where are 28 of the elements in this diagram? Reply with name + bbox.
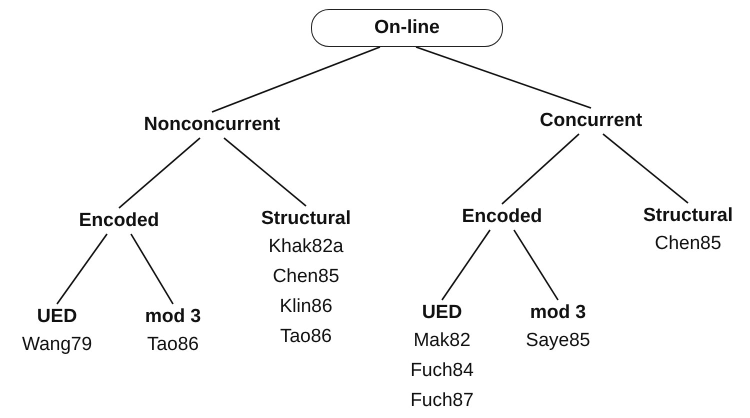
reference-list: Khak82a Chen85 Klin86 Tao86 bbox=[268, 232, 344, 352]
connector-line bbox=[602, 133, 688, 204]
connector-line bbox=[416, 46, 592, 109]
reference-list: Tao86 bbox=[147, 330, 199, 360]
rounded-box bbox=[311, 9, 503, 47]
category-label: Structural bbox=[261, 207, 351, 231]
reference-list: Saye85 bbox=[526, 326, 590, 356]
connector-line bbox=[56, 234, 108, 304]
connector-line bbox=[513, 230, 559, 300]
category-label: UED bbox=[36, 305, 78, 329]
connector-line bbox=[501, 133, 580, 205]
category-label: Encoded bbox=[78, 209, 160, 233]
category-label: Structural bbox=[643, 204, 733, 228]
category-label: Concurrent bbox=[540, 109, 642, 133]
reference-list: Chen85 bbox=[654, 229, 722, 259]
category-label: Nonconcurrent bbox=[144, 113, 280, 137]
category-label: mod 3 bbox=[529, 301, 587, 325]
connector-line bbox=[130, 234, 174, 304]
category-label: UED bbox=[420, 301, 464, 325]
category-label: On-line bbox=[374, 16, 440, 40]
category-label: Encoded bbox=[462, 205, 542, 229]
category-label: mod 3 bbox=[145, 305, 201, 329]
connector-line bbox=[441, 230, 491, 300]
connector-line bbox=[223, 137, 307, 207]
connector-line bbox=[212, 46, 380, 113]
connector-line bbox=[118, 137, 201, 209]
reference-list: Mak82 Fuch84 Fuch87 bbox=[410, 326, 474, 416]
reference-list: Wang79 bbox=[22, 330, 92, 360]
